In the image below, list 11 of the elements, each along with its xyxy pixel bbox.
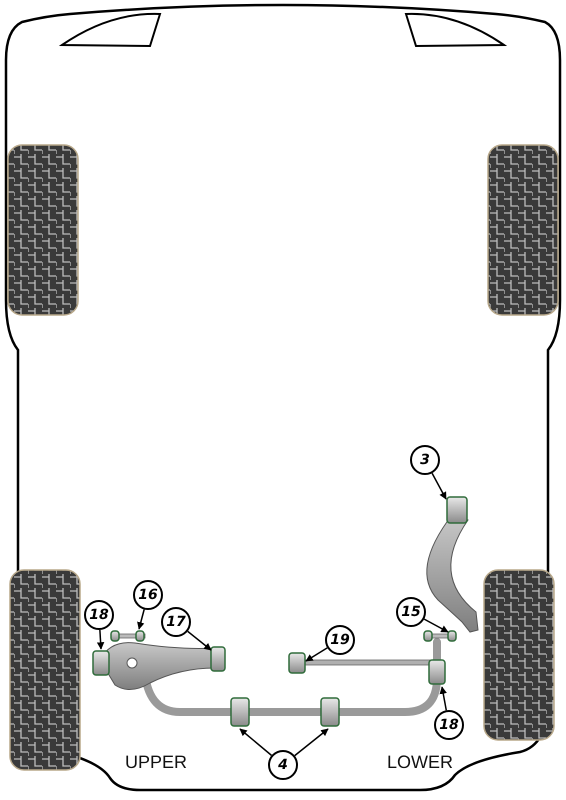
leader-line	[431, 472, 447, 500]
section-label: UPPER	[125, 752, 188, 773]
leader-line	[137, 609, 145, 630]
leader-line	[440, 686, 448, 710]
leader-line	[424, 618, 449, 633]
leader-line	[294, 728, 329, 756]
leader-line	[239, 728, 272, 756]
section-label: LOWER	[387, 752, 454, 773]
leader-line	[96, 630, 104, 650]
leader-line	[305, 647, 328, 662]
leader-line	[187, 630, 212, 651]
